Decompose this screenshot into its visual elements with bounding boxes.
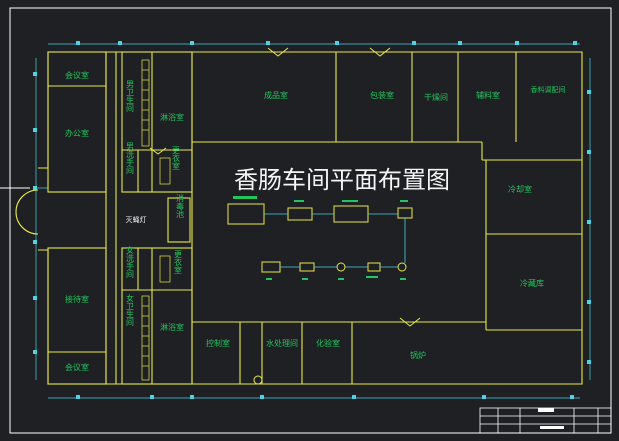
title-block-fill-2 (540, 426, 564, 429)
room-finished: 成品室 (264, 90, 288, 100)
room-reception: 接待室 (65, 294, 89, 304)
room-packing: 包装室 (370, 90, 394, 100)
room-meeting-top: 会议室 (65, 70, 89, 80)
title-block-fill (538, 408, 554, 412)
sheet-frame (9, 7, 612, 434)
room-male-change: 更衣室 (172, 146, 181, 170)
room-disinfect: 消毒池 (176, 193, 185, 218)
dimension-marks (33, 41, 591, 399)
room-control: 控制室 (206, 338, 230, 348)
lamp-label: 灭蝇灯 (126, 215, 147, 224)
room-female-wash: 女洗手间 (126, 245, 135, 279)
room-male-wash: 男洗手间 (126, 142, 135, 175)
room-cooling: 冷却室 (508, 184, 532, 194)
drain-marker (253, 375, 263, 385)
room-male-wc: 男卫生间 (126, 80, 135, 113)
room-female-wc: 女卫生间 (126, 293, 135, 327)
drawing-title: 香肠车间平面布置图 (234, 166, 450, 194)
room-meeting-bottom: 会议室 (65, 362, 89, 372)
equipment-marks (233, 196, 408, 280)
room-water: 水处理间 (266, 338, 298, 348)
room-auxiliary: 辅料室 (476, 90, 500, 100)
room-spice: 香料调配间 (531, 85, 566, 94)
room-male-shower: 淋浴室 (160, 112, 184, 122)
dimension-lines (35, 43, 591, 399)
room-cold-store: 冷藏库 (520, 278, 544, 288)
room-lab: 化验室 (316, 338, 340, 348)
room-boiler: 锅炉 (410, 350, 426, 360)
room-female-change: 更衣室 (174, 250, 183, 274)
room-office: 办公室 (65, 128, 89, 138)
pipe-lines (264, 213, 406, 268)
room-female-shower: 淋浴室 (160, 322, 184, 332)
door-symbols (149, 47, 421, 327)
room-drying: 干燥间 (424, 93, 448, 102)
walls (15, 51, 583, 385)
fixtures (141, 59, 171, 381)
